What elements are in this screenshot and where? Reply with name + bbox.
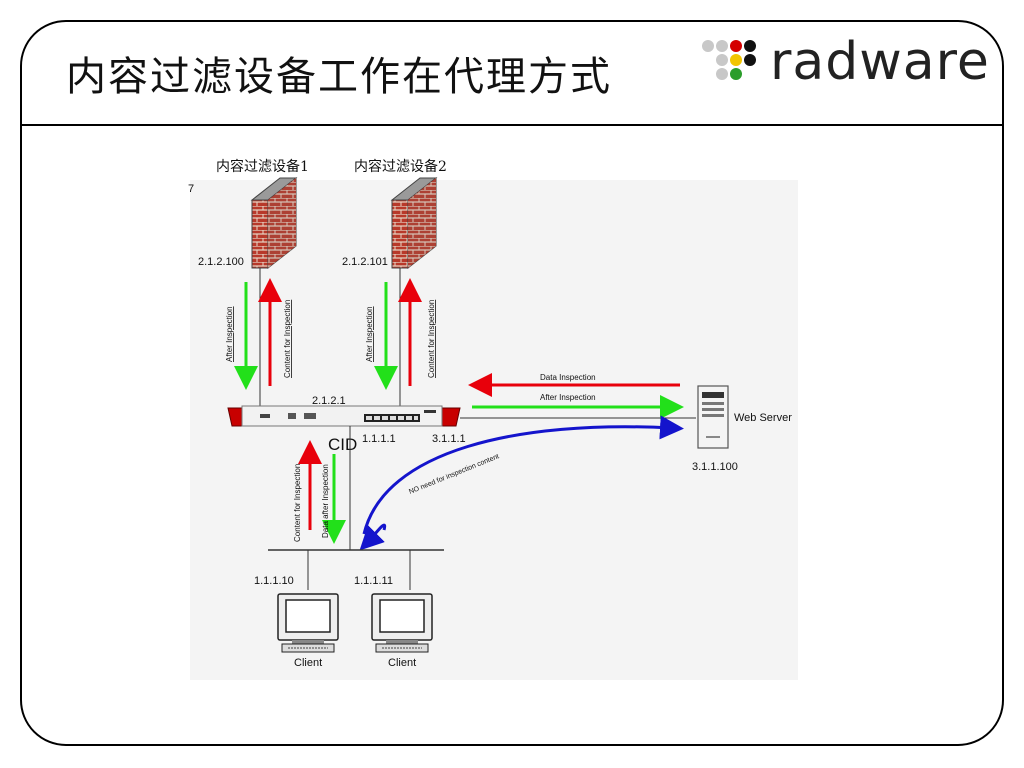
after-inspection-label-2: After Inspection bbox=[365, 306, 374, 362]
server-name: Web Server bbox=[734, 412, 792, 424]
content-for-inspection-label-lan: Content for Inspection bbox=[293, 464, 302, 542]
stray-mark: 7 bbox=[188, 183, 194, 195]
diagram-canvas: 内容过滤设备1 内容过滤设备2 7 2.1.2.100 2.1.2.101 Af… bbox=[188, 158, 798, 680]
filter-1-name: 内容过滤设备1 bbox=[216, 158, 309, 175]
client-1-computer-icon bbox=[277, 593, 339, 653]
radware-logo: radware bbox=[694, 32, 994, 98]
switch-name: CID bbox=[328, 435, 357, 454]
web-server-icon bbox=[697, 385, 729, 449]
logo-dots-icon bbox=[702, 40, 756, 80]
after-inspection-label-1: After Inspection bbox=[225, 306, 234, 362]
filter-1-ip: 2.1.2.100 bbox=[198, 256, 244, 268]
slide-frame bbox=[20, 20, 1004, 746]
server-ip: 3.1.1.100 bbox=[692, 461, 738, 473]
client-1-name: Client bbox=[294, 657, 322, 669]
client-1-ip: 1.1.1.10 bbox=[254, 575, 294, 587]
switch-ip-left: 1.1.1.1 bbox=[362, 433, 396, 445]
client-2-name: Client bbox=[388, 657, 416, 669]
content-for-inspection-label-2: Content for Inspection bbox=[427, 300, 436, 378]
no-need-arrow-head bbox=[359, 523, 387, 551]
data-after-inspection-label: Data after Inspection bbox=[321, 464, 330, 538]
switch-ip-right: 3.1.1.1 bbox=[432, 433, 466, 445]
after-inspection-label-server: After Inspection bbox=[540, 393, 596, 402]
page-title: 内容过滤设备工作在代理方式 bbox=[66, 54, 612, 100]
firewall-1-icon bbox=[250, 176, 298, 270]
filter-2-ip: 2.1.2.101 bbox=[342, 256, 388, 268]
client-2-ip: 1.1.1.11 bbox=[354, 575, 393, 587]
firewall-2-icon bbox=[390, 176, 438, 270]
no-need-arrow bbox=[362, 415, 684, 535]
client-2-computer-icon bbox=[371, 593, 433, 653]
switch-device-icon bbox=[227, 405, 461, 427]
title-divider bbox=[20, 124, 1004, 126]
network-diagram: 内容过滤设备1 内容过滤设备2 7 2.1.2.100 2.1.2.101 Af… bbox=[188, 150, 800, 690]
logo-wordmark: radware bbox=[770, 32, 990, 92]
data-inspection-label: Data Inspection bbox=[540, 373, 596, 382]
filter-2-name: 内容过滤设备2 bbox=[354, 158, 447, 175]
content-for-inspection-label-1: Content for Inspection bbox=[283, 300, 292, 378]
switch-ip-top: 2.1.2.1 bbox=[312, 395, 346, 407]
